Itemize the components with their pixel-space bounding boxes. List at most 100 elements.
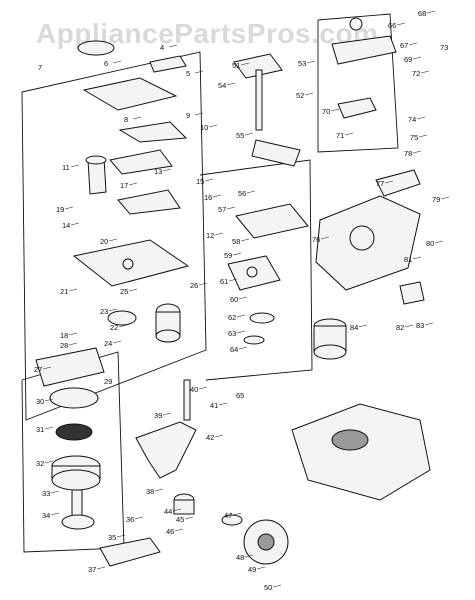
callout-5: 5 xyxy=(186,69,190,78)
leader-36 xyxy=(134,516,144,520)
part-assembly-hub xyxy=(331,429,369,451)
leader-47 xyxy=(232,512,242,516)
part-spindle-top xyxy=(233,53,283,79)
callout-16: 16 xyxy=(204,193,212,202)
group-label-left: 7 xyxy=(38,63,42,72)
callout-21: 21 xyxy=(60,287,68,296)
callout-46: 46 xyxy=(166,527,174,536)
part-spindle xyxy=(255,69,263,131)
callout-49: 49 xyxy=(248,565,256,574)
leader-76 xyxy=(320,236,330,240)
group-label-left-lower: 29 xyxy=(104,377,112,386)
callout-66: 66 xyxy=(388,21,396,30)
callout-30: 30 xyxy=(36,397,44,406)
leader-25 xyxy=(128,288,138,292)
leader-17 xyxy=(128,182,138,186)
part-assembly-photo xyxy=(291,403,431,501)
leader-37 xyxy=(96,566,106,570)
leader-9 xyxy=(194,112,204,116)
leader-64 xyxy=(238,346,248,350)
leader-66 xyxy=(396,22,406,26)
callout-61: 61 xyxy=(220,277,228,286)
leader-lines xyxy=(42,10,450,588)
leader-38 xyxy=(154,488,164,492)
leader-22 xyxy=(118,324,128,328)
callout-35: 35 xyxy=(108,533,116,542)
part-shaft-collar xyxy=(85,155,107,165)
part-clip-70 xyxy=(337,97,377,119)
part-gear-32-bottom xyxy=(51,469,101,491)
part-plate-57 xyxy=(235,203,309,239)
leader-62 xyxy=(236,314,246,318)
callout-53: 53 xyxy=(298,59,306,68)
leader-60 xyxy=(238,296,248,300)
part-cap-84-bottom xyxy=(313,344,347,360)
part-gear-stack-bottom xyxy=(155,329,181,343)
callout-11: 11 xyxy=(62,163,70,172)
leader-21 xyxy=(68,288,78,292)
callout-34: 34 xyxy=(42,511,50,520)
callout-68: 68 xyxy=(418,9,426,18)
callout-60: 60 xyxy=(230,295,238,304)
leader-83 xyxy=(424,322,434,326)
frame-upper-right xyxy=(317,13,399,153)
part-lever-a xyxy=(149,55,187,73)
leader-23 xyxy=(108,308,118,312)
callout-4: 4 xyxy=(160,43,164,52)
callout-19: 19 xyxy=(56,205,64,214)
callout-32: 32 xyxy=(36,459,44,468)
leader-50 xyxy=(272,584,282,588)
leader-20 xyxy=(108,238,118,242)
leader-49 xyxy=(256,566,266,570)
leader-61 xyxy=(228,278,238,282)
callout-15: 15 xyxy=(196,177,204,186)
callout-59: 59 xyxy=(224,251,232,260)
part-spring-31 xyxy=(55,423,93,441)
leader-55 xyxy=(244,132,254,136)
part-gear-30 xyxy=(49,387,99,409)
callout-24: 24 xyxy=(104,339,112,348)
callout-25: 25 xyxy=(120,287,128,296)
leader-18 xyxy=(68,332,78,336)
callout-77: 77 xyxy=(376,179,384,188)
callout-9: 9 xyxy=(186,111,190,120)
leader-79 xyxy=(440,196,450,200)
part-cam-47 xyxy=(221,514,243,526)
leader-75 xyxy=(418,134,428,138)
part-bushing-body xyxy=(173,499,195,515)
part-housing-bore xyxy=(349,225,375,251)
part-lever-c xyxy=(109,149,173,175)
leader-6 xyxy=(112,60,122,64)
callout-17: 17 xyxy=(120,181,128,190)
leader-52 xyxy=(304,92,314,96)
part-washer-62 xyxy=(249,312,275,324)
callout-14: 14 xyxy=(62,221,70,230)
leader-42 xyxy=(214,434,224,438)
callout-81: 81 xyxy=(404,255,412,264)
part-shaft-33 xyxy=(71,489,83,517)
leader-16 xyxy=(212,194,222,198)
leader-8 xyxy=(132,116,142,120)
leader-33 xyxy=(50,490,60,494)
leader-46 xyxy=(174,528,184,532)
leader-11 xyxy=(70,164,80,168)
part-hole-61 xyxy=(246,266,258,278)
left-parts xyxy=(72,40,190,343)
callout-82: 82 xyxy=(396,323,404,332)
callout-63: 63 xyxy=(228,329,236,338)
callout-72: 72 xyxy=(412,69,420,78)
leader-67 xyxy=(408,42,418,46)
leader-40 xyxy=(198,386,208,390)
callout-22: 22 xyxy=(110,323,118,332)
leader-35 xyxy=(116,534,126,538)
callout-67: 67 xyxy=(400,41,408,50)
callout-23: 23 xyxy=(100,307,108,316)
leader-26 xyxy=(198,282,208,286)
callout-54: 54 xyxy=(218,81,226,90)
leader-56 xyxy=(246,190,256,194)
part-block-83 xyxy=(399,281,425,305)
callout-70: 70 xyxy=(322,107,330,116)
callout-51: 51 xyxy=(232,61,240,70)
callout-27: 27 xyxy=(34,365,42,374)
